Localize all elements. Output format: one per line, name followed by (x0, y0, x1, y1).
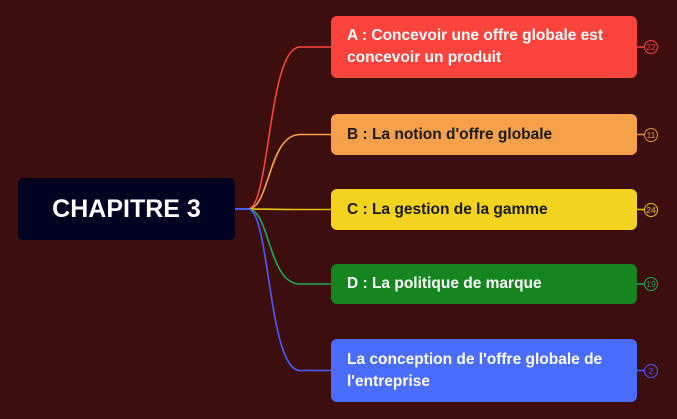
child-count-badge[interactable]: 22 (644, 40, 658, 54)
child-count-badge[interactable]: 24 (644, 202, 658, 217)
branch-label: B : La notion d'offre globale (347, 125, 553, 143)
branch-line (247, 208, 331, 211)
branch-node[interactable]: C : La gestion de la gamme (331, 189, 637, 230)
branch-label: C : La gestion de la gamme (347, 200, 548, 218)
child-count-badge[interactable]: 19 (644, 277, 658, 291)
child-count-badge[interactable]: 11 (644, 127, 658, 142)
branch-node[interactable]: D : La politique de marque (331, 264, 637, 304)
branch-node[interactable]: B : La notion d'offre globale (331, 114, 637, 155)
root-node[interactable]: CHAPITRE 3 (18, 178, 235, 240)
branch-label: A : Concevoir une offre globale est conc… (347, 27, 604, 66)
branch-node[interactable]: A : Concevoir une offre globale est conc… (331, 16, 637, 78)
branch-line (247, 133, 331, 210)
child-count-badge[interactable]: 2 (644, 363, 658, 378)
branch-label: D : La politique de marque (347, 275, 542, 292)
branch-line (247, 208, 331, 372)
branch-node[interactable]: La conception de l'offre globale de l'en… (331, 339, 637, 402)
branch-line (247, 208, 331, 285)
branch-line (247, 46, 331, 210)
root-label: CHAPITRE 3 (52, 194, 201, 223)
branch-label: La conception de l'offre globale de l'en… (347, 350, 603, 390)
